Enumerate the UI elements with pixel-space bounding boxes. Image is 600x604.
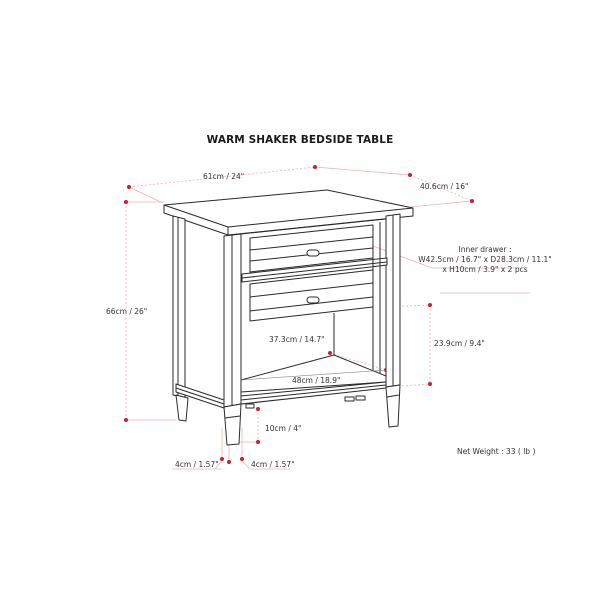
label-shelf-height: 23.9cm / 9.4" [434, 339, 485, 348]
label-shelf-depth: 37.3cm / 14.7" [269, 335, 325, 344]
inner-drawer-title: Inner drawer : [458, 245, 512, 254]
label-net-weight: Net Weight : 33 ( lb ) [457, 447, 536, 456]
drawer-pull-icon-upper [306, 249, 320, 257]
label-leg-width-left: 4cm / 1.57" [175, 460, 219, 469]
label-shelf-width: 48cm / 18.9" [292, 376, 341, 385]
label-height: 66cm / 26" [106, 307, 148, 316]
label-leg-width-right: 4cm / 1.57" [251, 460, 295, 469]
diagram-title: WARM SHAKER BEDSIDE TABLE [206, 134, 394, 146]
table-outline [163, 189, 414, 446]
drawer-pulls [306, 249, 320, 304]
label-depth: 40.6cm / 16" [420, 182, 469, 191]
inner-drawer-line2: x H10cm / 3.9" x 2 pcs [442, 265, 528, 274]
label-leg-clearance: 10cm / 4" [265, 424, 302, 433]
inner-drawer-line1: W42.5cm / 16.7" x D28.3cm / 11.1" [418, 255, 552, 264]
label-width: 61cm / 24" [203, 172, 245, 181]
label-inner-drawer: Inner drawer : W42.5cm / 16.7" x D28.3cm… [410, 245, 560, 275]
drawer-pull-icon-lower [306, 296, 320, 304]
